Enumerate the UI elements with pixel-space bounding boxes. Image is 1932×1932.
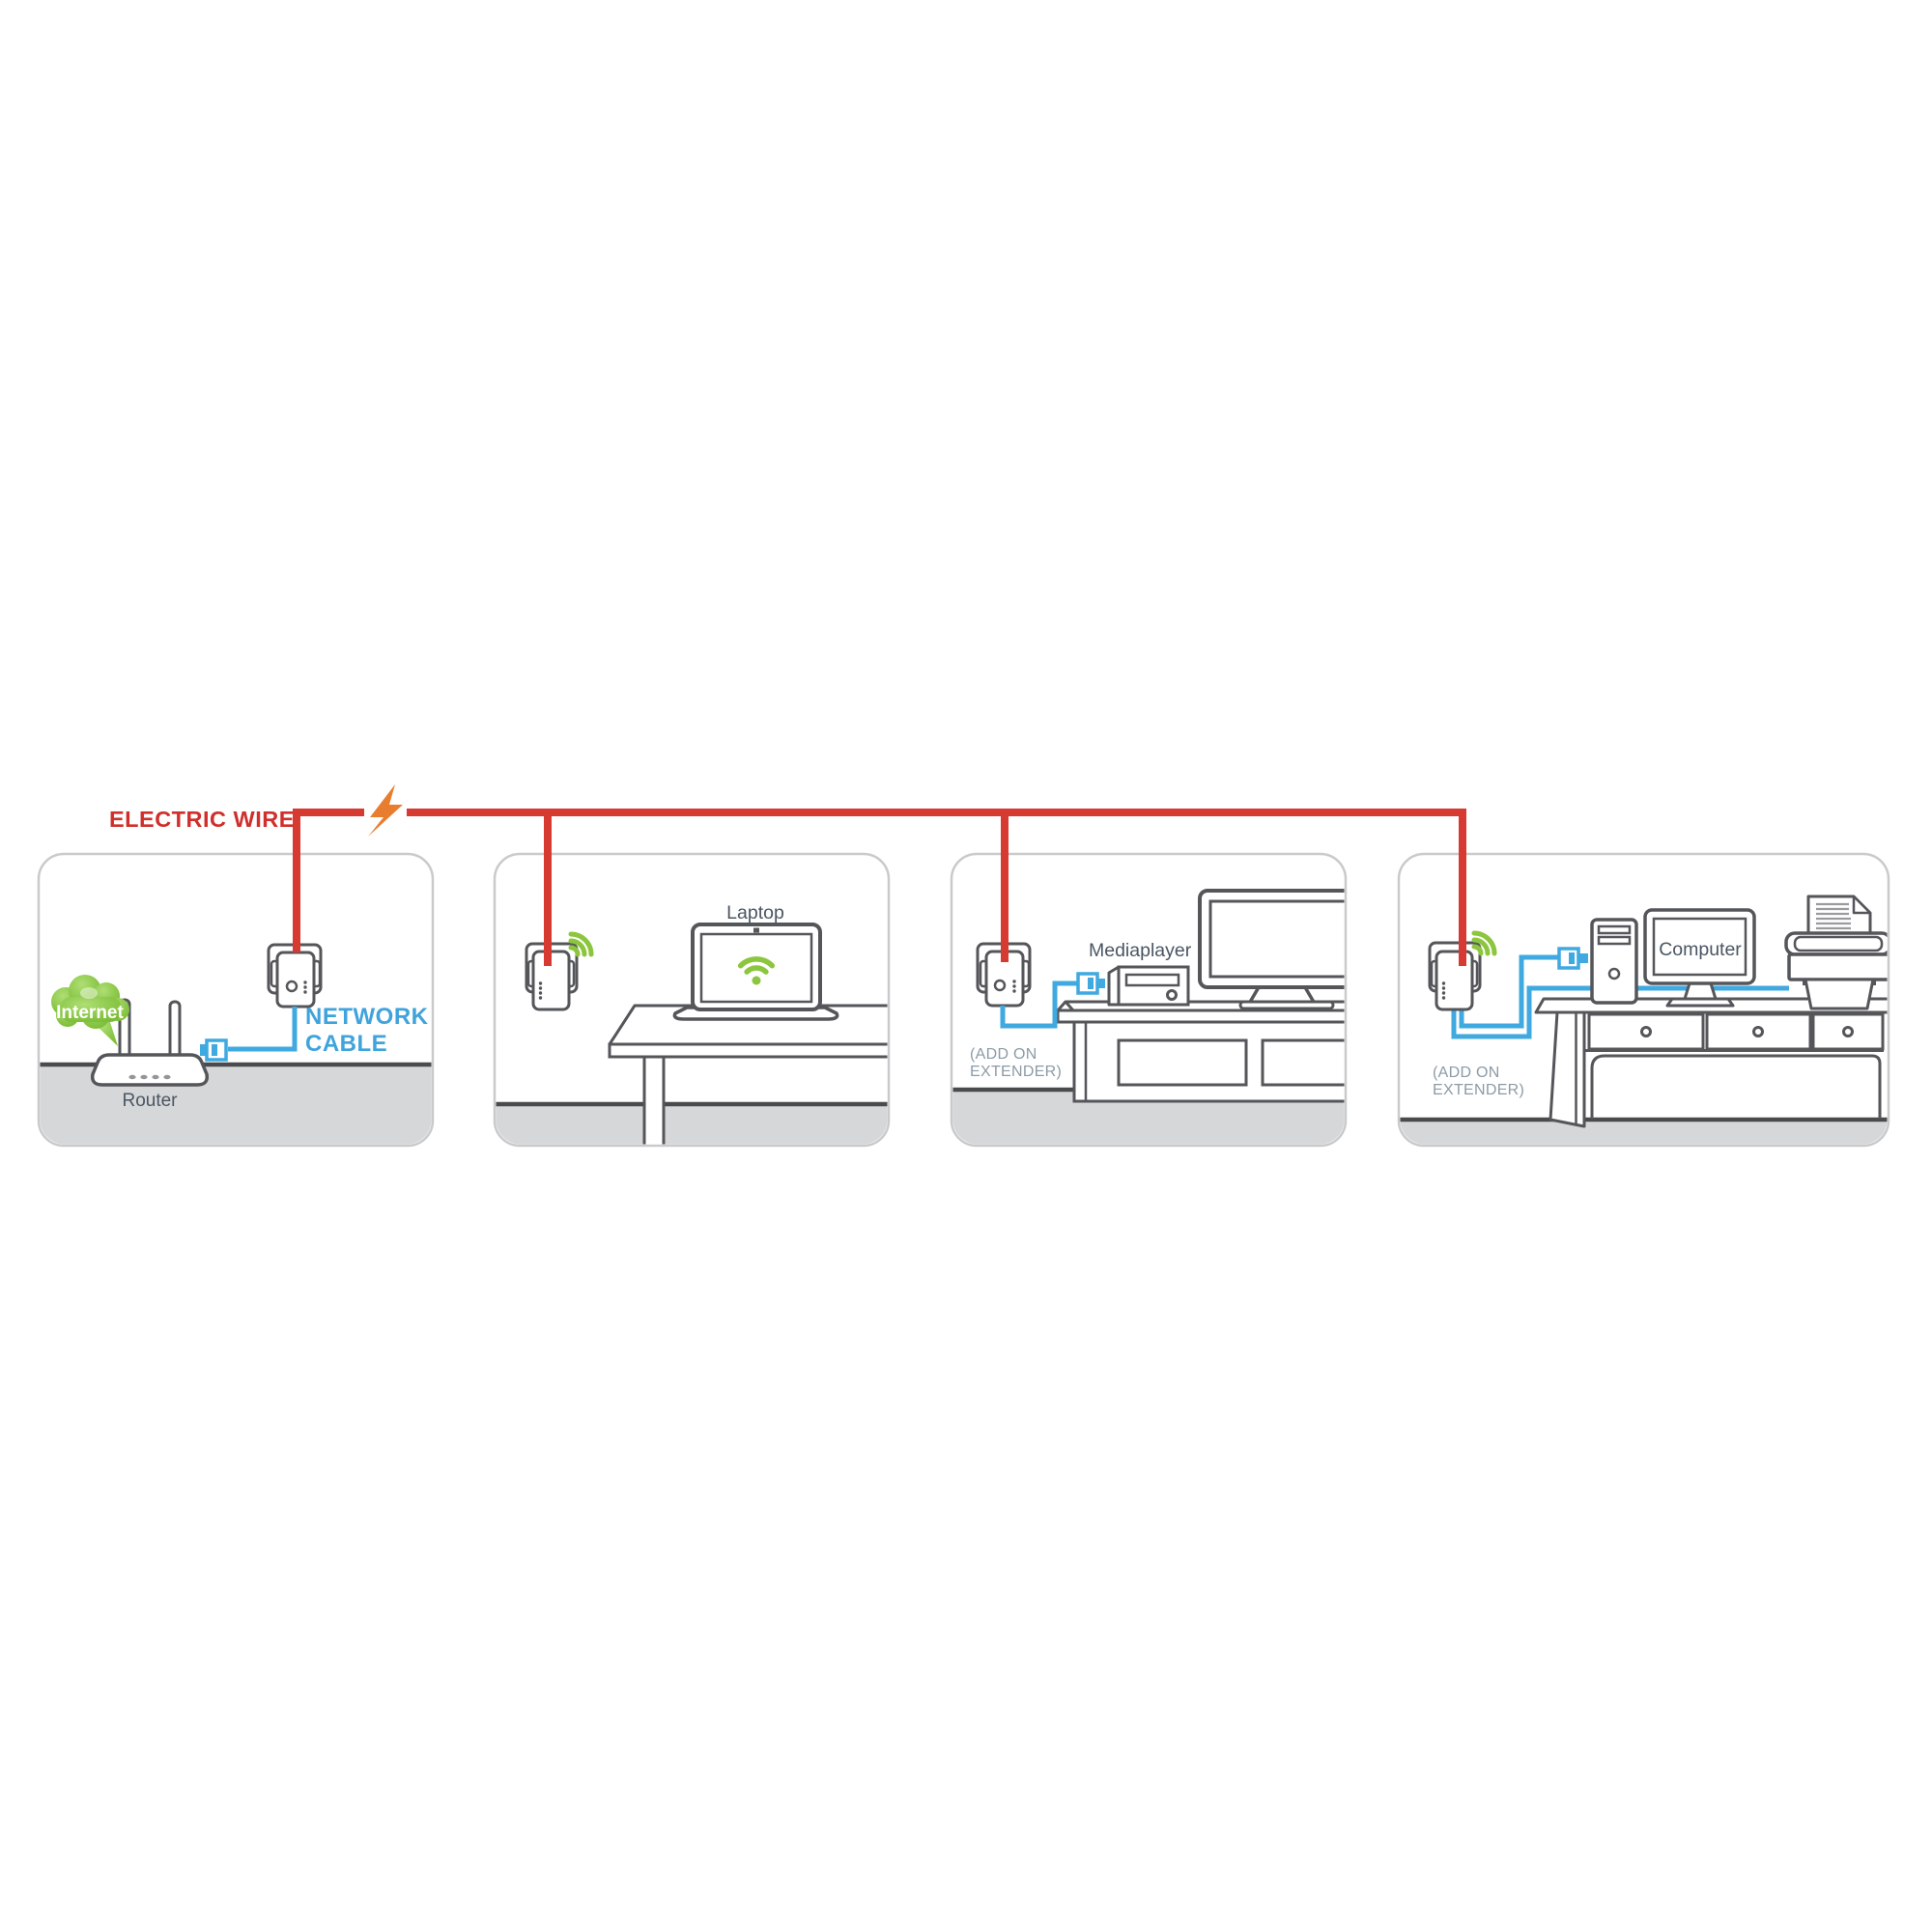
mediaplayer-knob (1166, 989, 1178, 1001)
paper-fold-corner (1852, 895, 1872, 915)
cabinet-door-right (1261, 1038, 1345, 1087)
monitor-icon (1643, 908, 1756, 1008)
floor (1400, 1122, 1888, 1145)
network-cable-label-line1: NETWORK (305, 1004, 429, 1030)
internet-label: Internet (56, 1003, 124, 1023)
wifi-waves-icon (568, 931, 594, 957)
mediaplayer-icon (1107, 965, 1190, 1007)
rj45-plug-icon (1557, 947, 1588, 970)
panel-router: Router NETWORK CABLE Internet (37, 852, 435, 1148)
monitor-base (1665, 997, 1735, 1008)
computer-label: Computer (1659, 939, 1742, 960)
desk-drawer (1587, 1012, 1705, 1051)
network-cable (1000, 980, 1078, 1029)
tv-icon (1198, 889, 1345, 1010)
powerline-adapter-icon (267, 943, 323, 1009)
panel-computer: Computer (ADD ON EXTENDER) (1397, 852, 1890, 1148)
mediaplayer-label: Mediaplayer (1089, 940, 1192, 961)
add-on-extender-note-line1: (ADD ON (1433, 1065, 1500, 1081)
mediaplayer-slot (1124, 973, 1180, 987)
internet-cloud-icon (51, 975, 129, 1046)
wifi-signal-icon (737, 956, 776, 975)
table-edge (608, 1042, 888, 1059)
rj45-plug-icon (200, 1038, 228, 1062)
network-cable-run (1000, 980, 1078, 1029)
printer-icon (1784, 895, 1888, 1010)
lightning-bolt-icon (368, 784, 403, 837)
panel-mediaplayer: Mediaplayer (ADD ON EXTENDER) (950, 852, 1348, 1148)
adapter-body (275, 951, 316, 1009)
tower-drive-bay (1597, 924, 1632, 935)
wifi-waves-icon (1471, 930, 1497, 956)
router-label: Router (122, 1091, 178, 1111)
adapter-button (285, 980, 298, 993)
tv-cabinet-icon (1056, 1000, 1345, 1103)
monitor-screen (1652, 917, 1747, 977)
router-body (90, 1053, 210, 1087)
rj45-plug-icon (1076, 972, 1105, 995)
drawer-knob (1842, 1026, 1854, 1037)
desk-leg (1548, 1010, 1586, 1128)
desk-drawer (1811, 1012, 1885, 1051)
wifi-dot (752, 976, 761, 985)
desk-recess (1590, 1054, 1882, 1119)
router-icon (90, 998, 210, 1087)
cabinet-lip (1056, 1009, 1345, 1024)
electric-wire (293, 809, 1466, 966)
adapter-button (993, 979, 1007, 992)
tower-drive-bay (1597, 935, 1632, 946)
network-cable-run (228, 1007, 298, 1052)
table-leg (642, 1055, 666, 1145)
laptop-camera (753, 927, 759, 933)
floor (496, 1106, 888, 1145)
electric-wire-segment (293, 809, 364, 952)
extender-body (1435, 950, 1474, 1011)
drawer-knob (1640, 1026, 1652, 1037)
laptop-icon (672, 923, 839, 1021)
network-cable-to-computer (1459, 954, 1559, 1029)
add-on-extender-note-line2: EXTENDER) (1433, 1082, 1524, 1098)
cabinet-door-left (1117, 1038, 1248, 1087)
computer-tower-icon (1590, 918, 1638, 1005)
tower-power-button (1607, 967, 1621, 980)
wifi-extender-icon (525, 931, 594, 1011)
add-on-extender-note-line2: EXTENDER) (970, 1064, 1062, 1080)
printer-body (1787, 952, 1888, 981)
network-cable (228, 1007, 298, 1052)
add-on-extender-note-line1: (ADD ON (970, 1046, 1037, 1063)
monitor-neck (1683, 981, 1718, 1001)
laptop-label: Laptop (726, 902, 784, 923)
printer-output-tray (1804, 978, 1875, 1010)
desk-drawer (1705, 1012, 1812, 1051)
network-cable-label-line2: CABLE (305, 1031, 387, 1057)
electric-wire-label: ELECTRIC WIRE (109, 807, 295, 832)
wifi-extender-icon (1428, 930, 1497, 1011)
drawer-knob (1752, 1026, 1764, 1037)
tv-stand-base (1238, 1000, 1335, 1010)
panel-laptop: Laptop (493, 852, 891, 1148)
printer-feeder-slot (1793, 935, 1884, 952)
electric-wire-segment (407, 809, 1466, 966)
tv-screen (1208, 899, 1345, 979)
router-antenna-right (168, 1000, 182, 1062)
